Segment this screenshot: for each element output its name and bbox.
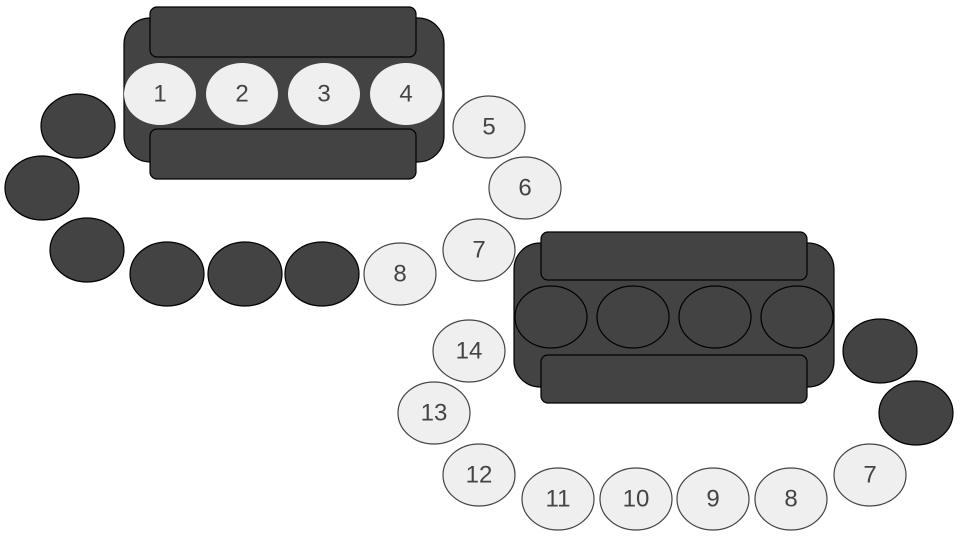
group-b-seat-10: 10	[599, 467, 673, 531]
table-a-seat-4: 4	[370, 63, 442, 125]
table-a-bottom-bench	[149, 128, 417, 180]
seat-label: 8	[784, 486, 797, 513]
group-a-empty-seat	[129, 241, 205, 307]
seat-label: 8	[393, 261, 406, 288]
group-b-empty-seat	[842, 318, 918, 384]
group-a-seat-6: 6	[488, 156, 562, 220]
group-a-seat-7: 7	[442, 218, 516, 282]
table-a-seat-2: 2	[206, 63, 278, 125]
seat-label: 5	[482, 114, 495, 141]
seat-label: 14	[456, 338, 483, 365]
seat-label: 9	[706, 486, 719, 513]
group-b-seat-14: 14	[432, 319, 506, 383]
table-b-empty-seat	[678, 285, 752, 349]
seat-label: 7	[472, 237, 485, 264]
seat-label: 2	[235, 81, 248, 108]
seat-label: 12	[466, 462, 493, 489]
table-b-empty-seat	[596, 285, 670, 349]
group-a-empty-seat	[49, 217, 125, 283]
group-b-seat-7: 7	[833, 443, 907, 507]
seat-label: 11	[546, 486, 571, 513]
group-a-empty-seat	[284, 241, 360, 307]
table-b-bottom-bench	[540, 354, 808, 404]
seat-label: 7	[863, 462, 876, 489]
group-a-seat-5: 5	[452, 95, 526, 159]
seat-label: 13	[421, 400, 448, 427]
seat-label: 4	[399, 81, 412, 108]
group-a-empty-seat	[40, 93, 116, 159]
group-a-empty-seat	[4, 155, 80, 221]
group-a-seat-8: 8	[363, 242, 437, 306]
group-a-empty-seat	[207, 241, 283, 307]
seat-label: 6	[518, 175, 531, 202]
table-b-empty-seat	[514, 285, 588, 349]
seat-label: 10	[623, 486, 650, 513]
group-b-empty-seat	[878, 380, 954, 446]
seat-label: 1	[153, 81, 166, 108]
table-b-empty-seat	[760, 285, 834, 349]
table-a-top-bench	[149, 6, 417, 58]
seat-label: 3	[317, 81, 330, 108]
group-b-seat-12: 12	[442, 443, 516, 507]
seating-group-a: 1 2 3 4 5 6 7	[4, 6, 562, 307]
group-b-seat-13: 13	[397, 381, 471, 445]
seating-group-b: 7 8 9 10 11 12 13 14	[397, 231, 954, 531]
group-b-seat-8: 8	[754, 467, 828, 531]
table-b-top-bench	[540, 231, 808, 281]
group-b-seat-9: 9	[676, 467, 750, 531]
table-a-seat-1: 1	[124, 63, 196, 125]
group-b-seat-11: 11	[521, 467, 595, 531]
table-a-seat-3: 3	[288, 63, 360, 125]
